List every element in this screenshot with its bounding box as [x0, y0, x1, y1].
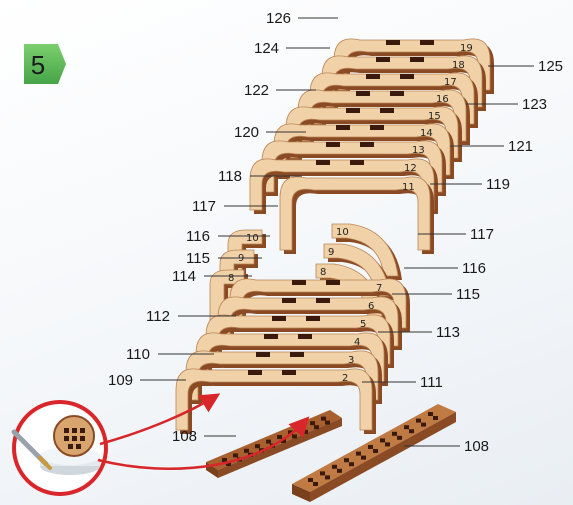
callout-right-125: 125 [488, 58, 563, 75]
callout-label: 114 [172, 268, 196, 285]
rib-number: 5 [360, 319, 366, 330]
rail-hole [244, 449, 249, 453]
callout-label: 122 [244, 82, 269, 99]
rail-hole [344, 458, 349, 462]
rail-hole [320, 471, 325, 475]
rail-hole [255, 444, 260, 448]
callout-label: 118 [218, 168, 242, 185]
rail-hole [325, 421, 330, 425]
rail-hole [416, 419, 421, 423]
rail-hole [349, 462, 354, 466]
rail-hole [404, 425, 409, 429]
rib-number: 8 [228, 273, 234, 284]
rail-hole [433, 416, 438, 420]
rail-hole [292, 434, 297, 438]
rail-hole [421, 423, 426, 427]
callout-label: 117 [192, 198, 216, 215]
rail-hole [332, 465, 337, 469]
callout-label: 120 [234, 124, 259, 141]
rail-hole [337, 469, 342, 473]
rail-hole [313, 482, 318, 486]
rail-hole [233, 453, 238, 457]
rail-hole [428, 412, 433, 416]
rib-number: 10 [336, 227, 349, 238]
rail-hole [373, 449, 378, 453]
rail-hole [385, 442, 390, 446]
rib-number: 11 [402, 182, 415, 193]
step-badge: 5 [24, 44, 66, 84]
callout-label: 109 [108, 372, 133, 389]
rib-number: 12 [404, 163, 417, 174]
rib-number: 8 [320, 267, 326, 278]
callout-label: 116 [462, 260, 486, 277]
rail-hole [308, 478, 313, 482]
callout-label: 110 [126, 346, 150, 363]
rib-number: 17 [444, 77, 457, 88]
callout-label: 115 [456, 286, 480, 303]
rail-hole [266, 440, 271, 444]
callout-right-116: 116 [404, 260, 486, 277]
callout-label: 115 [186, 250, 210, 267]
rail-hole [314, 425, 319, 429]
callout-label: 117 [470, 226, 494, 243]
callout-label: 124 [254, 40, 279, 57]
callout-label: 112 [146, 308, 170, 325]
callout-label: 108 [464, 438, 489, 455]
rail-hole [380, 438, 385, 442]
callout-label: 108 [172, 428, 197, 445]
callout-label: 113 [436, 324, 460, 341]
rib-number: 15 [428, 111, 441, 122]
rail-hole [325, 475, 330, 479]
callout-label: 121 [508, 138, 533, 155]
rail-hole [361, 456, 366, 460]
rib-number: 16 [436, 94, 449, 105]
rail-hole [397, 436, 402, 440]
rib-number: 13 [412, 145, 425, 156]
tool-inset [14, 402, 106, 494]
rib-number: 2 [342, 373, 348, 384]
rib-number: 18 [452, 60, 465, 71]
step-number: 5 [31, 50, 45, 80]
callout-label: 126 [266, 10, 291, 27]
direction-arrows [98, 396, 306, 469]
rib-number: 14 [420, 128, 433, 139]
rail-hole [321, 417, 326, 421]
rib-number: 3 [348, 355, 354, 366]
callout-label: 111 [420, 374, 443, 391]
rib-number: 19 [460, 43, 473, 54]
callout-label: 125 [538, 58, 563, 75]
callout-left-124: 124 [254, 40, 330, 57]
callout-left-108: 108 [172, 428, 236, 445]
rail-hole [277, 435, 282, 439]
gear-part-icon [54, 416, 94, 456]
callout-left-126: 126 [266, 10, 338, 27]
rail-hole [310, 421, 315, 425]
rail-hole [303, 430, 308, 434]
callout-label: 123 [522, 96, 547, 113]
rib-number: 6 [368, 301, 374, 312]
rib-number: 4 [354, 337, 360, 348]
rail-hole [222, 458, 227, 462]
rib-number: 10 [246, 233, 259, 244]
rail-hole [368, 445, 373, 449]
rib-number: 7 [376, 283, 382, 294]
rail-hole [409, 429, 414, 433]
rail-hole [356, 452, 361, 456]
rail-hole [392, 432, 397, 436]
rib-number: 9 [328, 247, 334, 258]
callout-label: 119 [486, 176, 510, 193]
callout-label: 116 [186, 228, 210, 245]
callout-left-109: 109 [108, 372, 186, 389]
